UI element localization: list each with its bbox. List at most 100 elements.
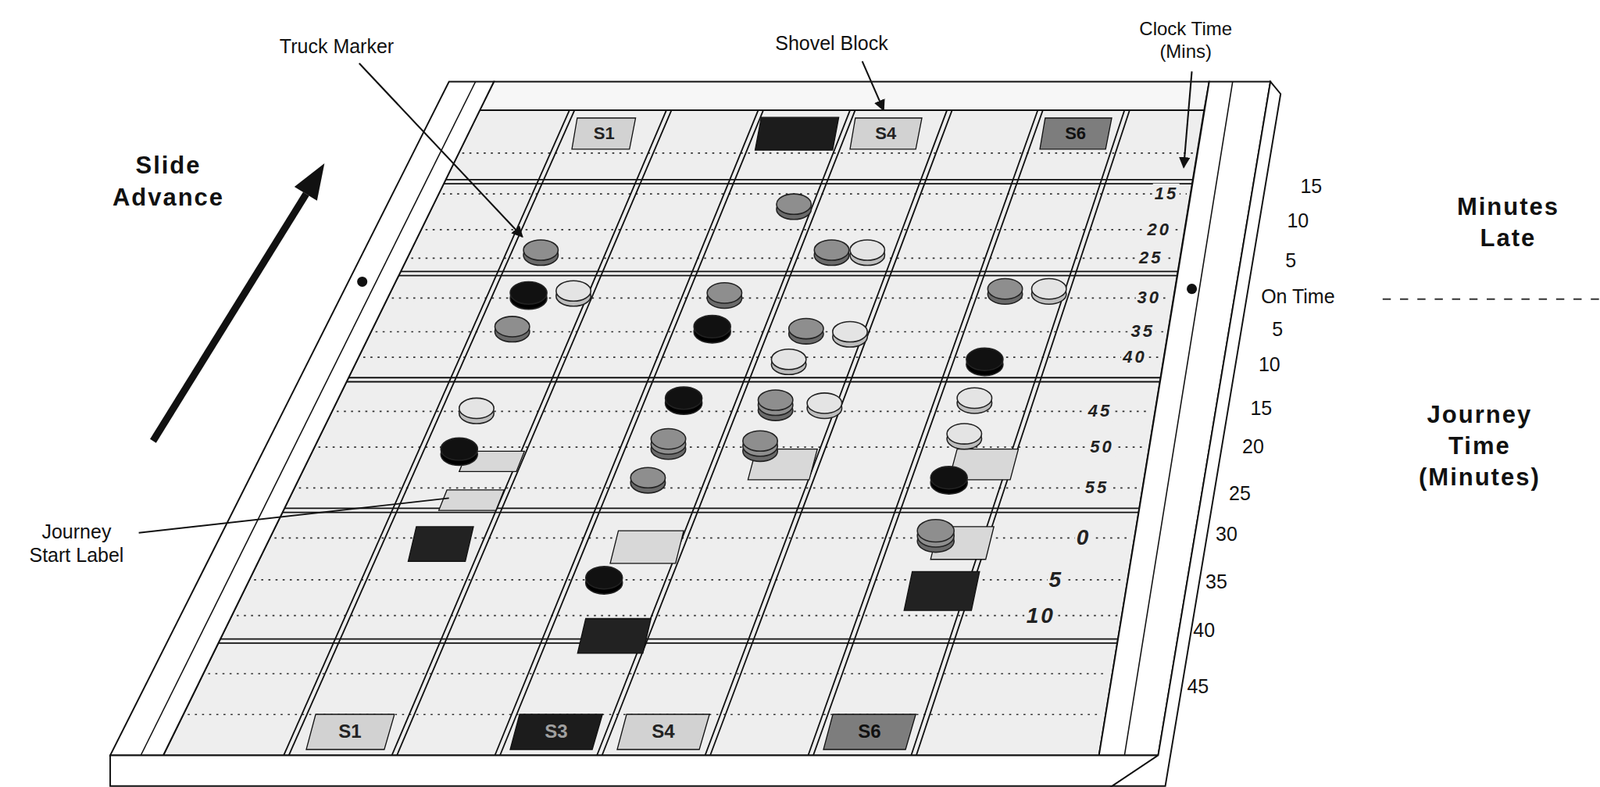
shovel-block: S4 xyxy=(849,117,923,150)
truck-marker xyxy=(585,566,623,594)
shovel-block-outline xyxy=(571,117,636,150)
leader-line xyxy=(359,63,523,237)
journey-start-label xyxy=(407,526,474,561)
truck-top xyxy=(917,519,954,543)
lane-divider xyxy=(705,110,948,755)
clock-time: 10 xyxy=(1025,602,1058,629)
clock-time: 40 xyxy=(1121,346,1148,368)
lane-divider xyxy=(596,110,850,755)
journey-start-label xyxy=(577,617,651,653)
truck-marker xyxy=(510,281,547,309)
on-time-line xyxy=(1382,298,1600,300)
scale-number: 30 xyxy=(1215,521,1238,546)
back-wall xyxy=(479,81,1210,111)
truck-marker xyxy=(814,239,849,266)
truck-top xyxy=(510,281,547,304)
shovel-block: S4 xyxy=(616,713,711,750)
truck-top xyxy=(1031,278,1066,300)
section-line xyxy=(220,638,1118,640)
truck-top xyxy=(459,397,494,418)
axis-title: Minutes Late xyxy=(1437,190,1579,254)
leader-line xyxy=(1183,71,1192,168)
shovel-block-outline xyxy=(306,714,395,750)
truck-top xyxy=(946,423,982,444)
truck-top xyxy=(807,392,842,414)
dotted-row xyxy=(442,192,1187,195)
truck-marker xyxy=(742,430,778,461)
dotted-row xyxy=(236,614,1118,617)
scale-number: 5 xyxy=(1285,248,1297,272)
shovel-label: S1 xyxy=(338,721,361,742)
truck-top xyxy=(650,428,686,450)
truck-marker xyxy=(494,316,529,343)
truck-top xyxy=(556,280,591,301)
shovel-block-outline xyxy=(850,117,922,150)
dotted-row xyxy=(274,536,1131,539)
truck-top xyxy=(742,430,778,451)
left-rail xyxy=(110,81,494,755)
shovel-label: S6 xyxy=(857,721,881,742)
callout-label: Clock Time (Mins) xyxy=(1127,17,1245,64)
journey-start-label xyxy=(610,530,684,564)
slide-advance-arrowhead xyxy=(294,163,325,201)
truck-top xyxy=(757,389,793,411)
scale-number: 40 xyxy=(1192,617,1215,642)
truck-marker xyxy=(757,389,793,421)
leader-line xyxy=(139,497,450,533)
clock-time: 25 xyxy=(1137,247,1165,268)
shovel-label: S3 xyxy=(544,721,568,742)
section-line xyxy=(400,271,1178,273)
truck-top xyxy=(987,278,1022,300)
shovel-label: S1 xyxy=(593,124,615,143)
section-line xyxy=(218,642,1118,644)
clock-time: 15 xyxy=(1153,183,1180,204)
lane-divider xyxy=(916,110,1130,755)
truck-top xyxy=(832,321,868,342)
truck-top xyxy=(776,193,811,215)
truck-top xyxy=(585,566,623,590)
section-line xyxy=(282,511,1140,514)
truck-marker xyxy=(665,386,703,415)
dotted-row xyxy=(299,486,1140,489)
truck-markers xyxy=(440,193,1067,594)
truck-marker xyxy=(556,280,591,307)
truck-marker xyxy=(693,315,731,343)
truck-marker xyxy=(459,397,494,424)
shovel-block-outline xyxy=(617,714,710,750)
truck-top xyxy=(440,437,478,461)
callout-label: Truck Marker xyxy=(279,34,394,58)
shovel-block-outline xyxy=(510,714,603,750)
truck-top xyxy=(523,239,558,261)
leader-line xyxy=(862,60,884,111)
lane-dividers xyxy=(283,110,1130,755)
clock-time: 20 xyxy=(1146,219,1173,240)
truck-top xyxy=(707,282,742,304)
base-front xyxy=(110,755,1158,786)
lane-divider xyxy=(910,110,1125,755)
truck-top xyxy=(850,239,885,261)
truck-marker xyxy=(987,278,1022,305)
truck-marker xyxy=(707,282,742,309)
shovel-block: S1 xyxy=(571,117,637,150)
axis-title: Journey Time (Minutes) xyxy=(1409,398,1550,493)
truck-top xyxy=(771,349,806,370)
section-line xyxy=(349,376,1161,379)
truck-marker xyxy=(1031,278,1066,305)
journey-start-label xyxy=(903,571,980,611)
truck-marker xyxy=(957,387,992,414)
clock-time: 45 xyxy=(1086,400,1114,422)
truck-marker xyxy=(771,349,806,375)
callout-label: Journey Start Label xyxy=(21,519,132,567)
truck-marker xyxy=(523,239,558,266)
shovel-label: S4 xyxy=(651,721,675,742)
callout-label: Shovel Block xyxy=(775,31,889,55)
shovel-block-outline xyxy=(1039,117,1112,150)
dotted-row xyxy=(207,672,1108,675)
clock-time: 50 xyxy=(1088,436,1115,458)
truck-marker xyxy=(807,392,842,419)
shovel-block-outline xyxy=(823,714,916,750)
scale-number: 5 xyxy=(1271,317,1283,341)
journey-start-label xyxy=(439,489,505,511)
truck-top xyxy=(930,466,968,490)
